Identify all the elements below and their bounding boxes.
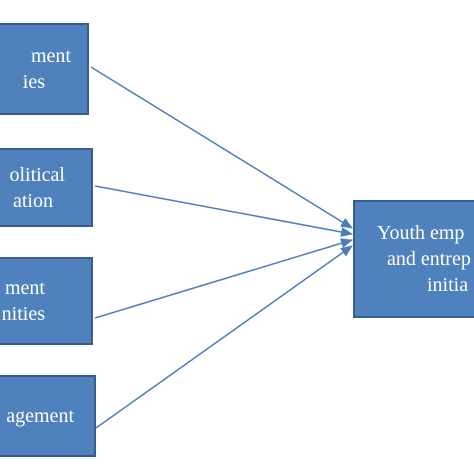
target-box-line-3: initia xyxy=(427,274,469,296)
input-box-2-line-1: olitical xyxy=(9,163,65,186)
input-box-3: ment nities xyxy=(0,257,93,345)
input-box-1-line-1: ment xyxy=(31,45,71,67)
target-box-line-1: Youth emp xyxy=(377,222,465,244)
input-box-1: ment ies xyxy=(0,23,89,115)
arrow-2 xyxy=(94,185,353,237)
target-box-line-2: and entrep xyxy=(387,248,471,270)
arrow-3 xyxy=(94,238,353,319)
input-box-2-line-2: ation xyxy=(13,189,53,212)
input-box-3-line-1: ment xyxy=(5,277,45,299)
arrow-1 xyxy=(90,66,353,229)
input-box-3-line-2: nities xyxy=(1,303,45,325)
input-box-1-line-2: ies xyxy=(22,71,45,93)
input-box-4: agement xyxy=(0,375,96,457)
target-box: Youth emp and entrep initia xyxy=(353,200,474,318)
input-box-4-line-1: agement xyxy=(6,405,74,427)
arrow-4 xyxy=(95,245,353,429)
input-box-2: olitical ation xyxy=(0,148,93,227)
